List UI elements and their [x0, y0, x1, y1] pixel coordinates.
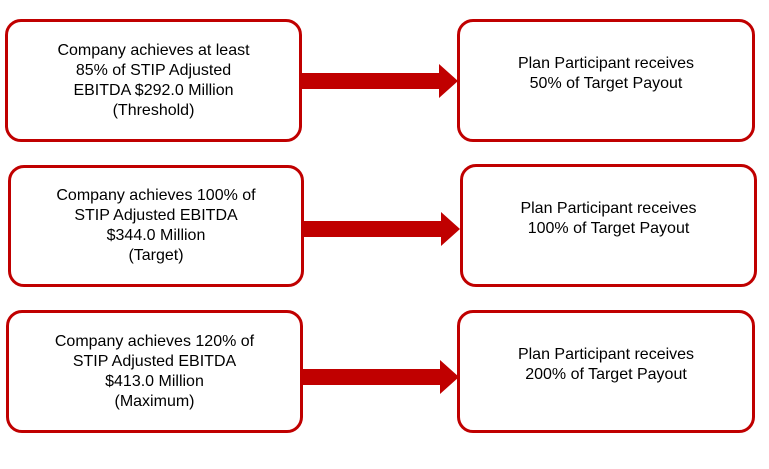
condition-line: Company achieves 100% of	[56, 187, 256, 204]
condition-line: Company achieves 120% of	[54, 332, 255, 350]
condition-line: STIP Adjusted EBITDA	[72, 352, 237, 370]
threshold-condition-box: Company achieves at least 85% of STIP Ad…	[5, 19, 302, 142]
target-condition-box: Company achieves 100% of STIP Adjusted E…	[8, 165, 304, 287]
condition-line: Company achieves at least	[57, 41, 250, 59]
condition-line: EBITDA $292.0 Million	[73, 81, 234, 99]
outcome-line: Plan Participant receives	[517, 55, 695, 72]
threshold-payout-box: Plan Participant receives 50% of Target …	[457, 19, 755, 142]
target-payout-box: Plan Participant receives 100% of Target…	[460, 164, 757, 287]
outcome-line: 100% of Target Payout	[527, 220, 690, 237]
right-arrow-icon	[303, 360, 459, 394]
condition-line: (Maximum)	[114, 392, 195, 410]
outcome-line: Plan Participant receives	[520, 200, 697, 217]
condition-line: 85% of STIP Adjusted	[75, 61, 232, 79]
outcome-line: Plan Participant receives	[517, 346, 695, 363]
right-arrow-icon	[304, 212, 460, 246]
maximum-condition-box: Company achieves 120% of STIP Adjusted E…	[6, 310, 303, 433]
outcome-line: 200% of Target Payout	[525, 366, 687, 383]
condition-line: (Target)	[128, 247, 184, 264]
condition-line: $344.0 Million	[106, 227, 206, 244]
condition-line: STIP Adjusted EBITDA	[74, 207, 238, 224]
outcome-line: 50% of Target Payout	[529, 75, 683, 92]
right-arrow-icon	[302, 64, 458, 98]
condition-line: $413.0 Million	[105, 372, 204, 390]
maximum-payout-box: Plan Participant receives 200% of Target…	[457, 310, 755, 433]
condition-line: (Threshold)	[112, 101, 195, 119]
